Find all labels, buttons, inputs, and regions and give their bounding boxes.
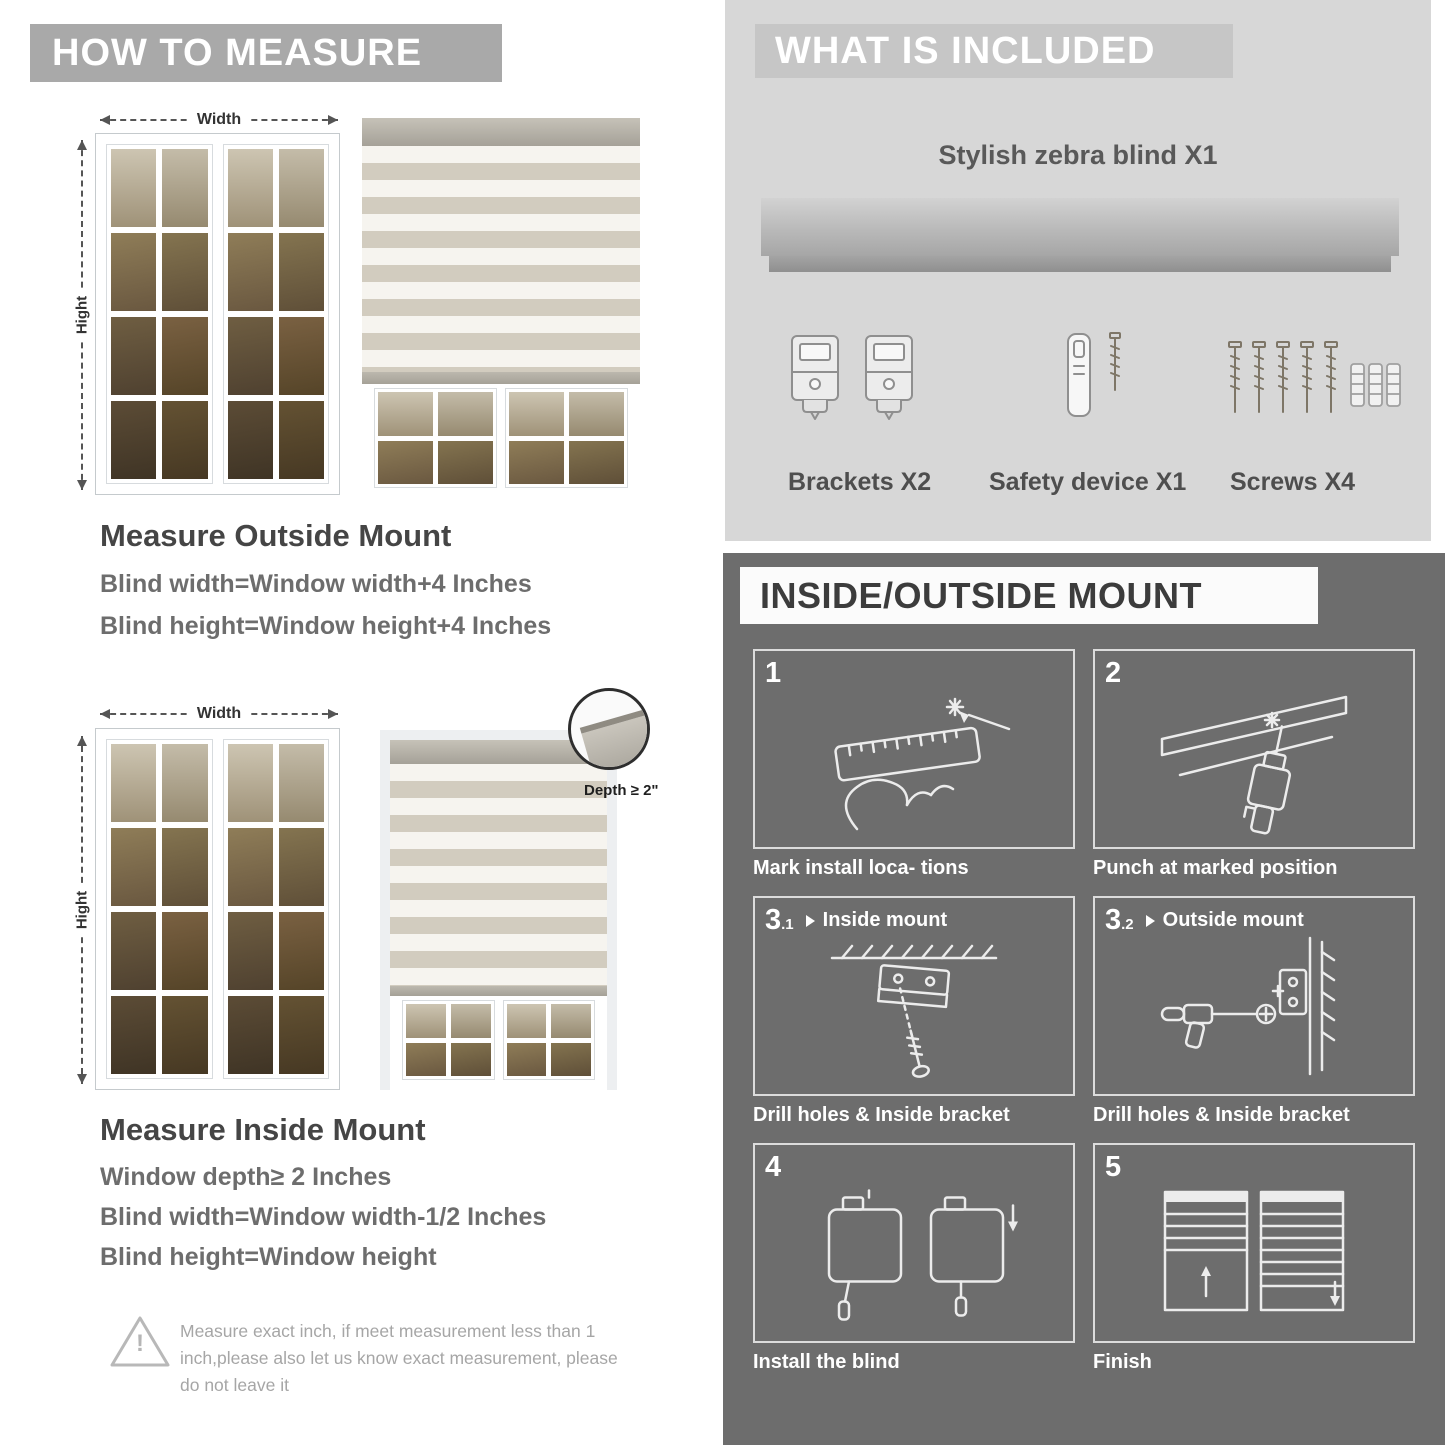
step-3-2-panel: 3 .2 Outside mount <box>1093 896 1415 1096</box>
step-number: 1 <box>765 657 782 689</box>
step-5: 5 <box>1093 1143 1415 1374</box>
step-badge: Outside mount <box>1162 909 1304 931</box>
inside-formula-depth: Window depth≥ 2 Inches <box>100 1163 392 1191</box>
window-sash <box>222 739 329 1079</box>
screws-label: Screws X4 <box>1230 468 1356 496</box>
height-label: Hight <box>73 882 91 938</box>
blind-bottom-rail <box>362 372 640 384</box>
step-number-sub: .1 <box>781 916 794 933</box>
step-2-caption: Punch at marked position <box>1093 857 1338 879</box>
blind-stripes <box>362 146 640 372</box>
inside-bracket-illustration <box>830 944 998 1078</box>
how-to-measure-header: HOW TO MEASURE <box>30 24 502 82</box>
zebra-blind-photo-outside <box>362 118 640 488</box>
step-4-caption: Install the blind <box>753 1351 900 1373</box>
step-1-caption: Mark install loca- tions <box>753 857 969 879</box>
step-number: 5 <box>1105 1151 1122 1183</box>
depth-detail-circle <box>568 688 650 770</box>
mark-locations-illustration <box>834 697 1011 831</box>
step-2: 2 <box>1093 649 1415 880</box>
pointer-icon <box>805 914 815 927</box>
width-label: Width <box>186 705 252 723</box>
step-number: 3 <box>765 904 782 936</box>
step-5-panel: 5 <box>1093 1143 1415 1343</box>
window-sash <box>106 144 213 484</box>
arrowhead-right-icon <box>328 115 338 125</box>
width-measure-arrow-outside: Width <box>100 111 338 129</box>
step-number: 2 <box>1105 657 1122 689</box>
inside-mount-title: Measure Inside Mount <box>100 1112 426 1147</box>
warning-triangle-icon: ! <box>108 1312 172 1372</box>
step-2-panel: 2 <box>1093 649 1415 849</box>
window-photo-outside <box>95 133 340 495</box>
step-badge: Inside mount <box>822 909 948 931</box>
height-measure-arrow-inside: Hight <box>73 736 91 1084</box>
mount-guide-header: INSIDE/OUTSIDE MOUNT <box>740 567 1318 624</box>
window-sash <box>106 739 213 1079</box>
step-4-panel: 4 <box>753 1143 1075 1343</box>
install-blind-illustration <box>827 1189 1018 1321</box>
depth-note: Depth ≥ 2" <box>584 782 659 799</box>
step-3-1-panel: 3 .1 Inside mount <box>753 896 1075 1096</box>
step-4: 4 <box>753 1143 1075 1374</box>
step-3-2: 3 .2 Outside mount <box>1093 896 1415 1127</box>
height-label: Hight <box>73 287 91 343</box>
brackets-label: Brackets X2 <box>788 468 932 496</box>
blind-cassette <box>362 118 640 146</box>
outside-formula-width: Blind width=Window width+4 Inches <box>100 570 532 598</box>
safety-device-icon <box>1063 330 1123 422</box>
window-sash <box>222 144 329 484</box>
arrowhead-down-icon <box>77 480 87 490</box>
arrowhead-right-icon <box>328 709 338 719</box>
step-3-1: 3 .1 Inside mount <box>753 896 1075 1127</box>
step-3-2-caption: Drill holes & Inside bracket <box>1093 1104 1350 1126</box>
arrowhead-up-icon <box>77 140 87 150</box>
inside-formula-width: Blind width=Window width-1/2 Inches <box>100 1203 547 1231</box>
zebra-blind-photo-inside <box>380 730 617 1090</box>
step-5-caption: Finish <box>1093 1351 1152 1373</box>
window-below-blind <box>390 996 607 1080</box>
arrowhead-left-icon <box>100 115 110 125</box>
blind-stripes <box>390 764 607 986</box>
cassette-corner-detail <box>579 708 647 767</box>
outside-mount-title: Measure Outside Mount <box>100 518 452 553</box>
blind-bottom-rail <box>390 986 607 996</box>
outside-bracket-illustration <box>1160 936 1336 1076</box>
safety-device-label: Safety device X1 <box>989 468 1187 496</box>
outside-formula-height: Blind height=Window height+4 Inches <box>100 612 552 640</box>
arrowhead-left-icon <box>100 709 110 719</box>
screw-icon <box>1109 332 1121 391</box>
inside-formula-height: Blind height=Window height <box>100 1243 437 1271</box>
what-is-included-section: WHAT IS INCLUDED Stylish zebra blind X1 <box>725 0 1431 541</box>
arrowhead-down-icon <box>77 1074 87 1084</box>
pointer-icon <box>1145 914 1155 927</box>
width-measure-arrow-inside: Width <box>100 705 338 723</box>
warning-text: Measure exact inch, if meet measurement … <box>180 1321 618 1396</box>
drill-illustration <box>1160 695 1348 835</box>
step-3-1-caption: Drill holes & Inside bracket <box>753 1104 1010 1126</box>
mount-steps-grid: 1 <box>753 649 1415 1374</box>
step-number-sub: .2 <box>1121 916 1134 933</box>
step-1: 1 <box>753 649 1075 880</box>
finish-blinds-illustration <box>1163 1190 1345 1312</box>
width-label: Width <box>186 111 252 129</box>
mount-guide-section: INSIDE/OUTSIDE MOUNT 1 <box>723 553 1445 1445</box>
window-below-blind <box>362 384 640 488</box>
blind-headrail-photo <box>761 198 1399 272</box>
window-photo-inside <box>95 728 340 1090</box>
screws-and-anchors-icon <box>1223 336 1405 437</box>
product-label: Stylish zebra blind X1 <box>938 140 1218 170</box>
arrowhead-up-icon <box>77 736 87 746</box>
brackets-icon <box>787 332 917 424</box>
height-measure-arrow-outside: Hight <box>73 140 91 490</box>
what-is-included-header: WHAT IS INCLUDED <box>755 24 1233 78</box>
step-number: 3 <box>1105 904 1122 936</box>
warning-exclamation: ! <box>136 1330 144 1358</box>
step-1-panel: 1 <box>753 649 1075 849</box>
step-number: 4 <box>765 1151 782 1183</box>
